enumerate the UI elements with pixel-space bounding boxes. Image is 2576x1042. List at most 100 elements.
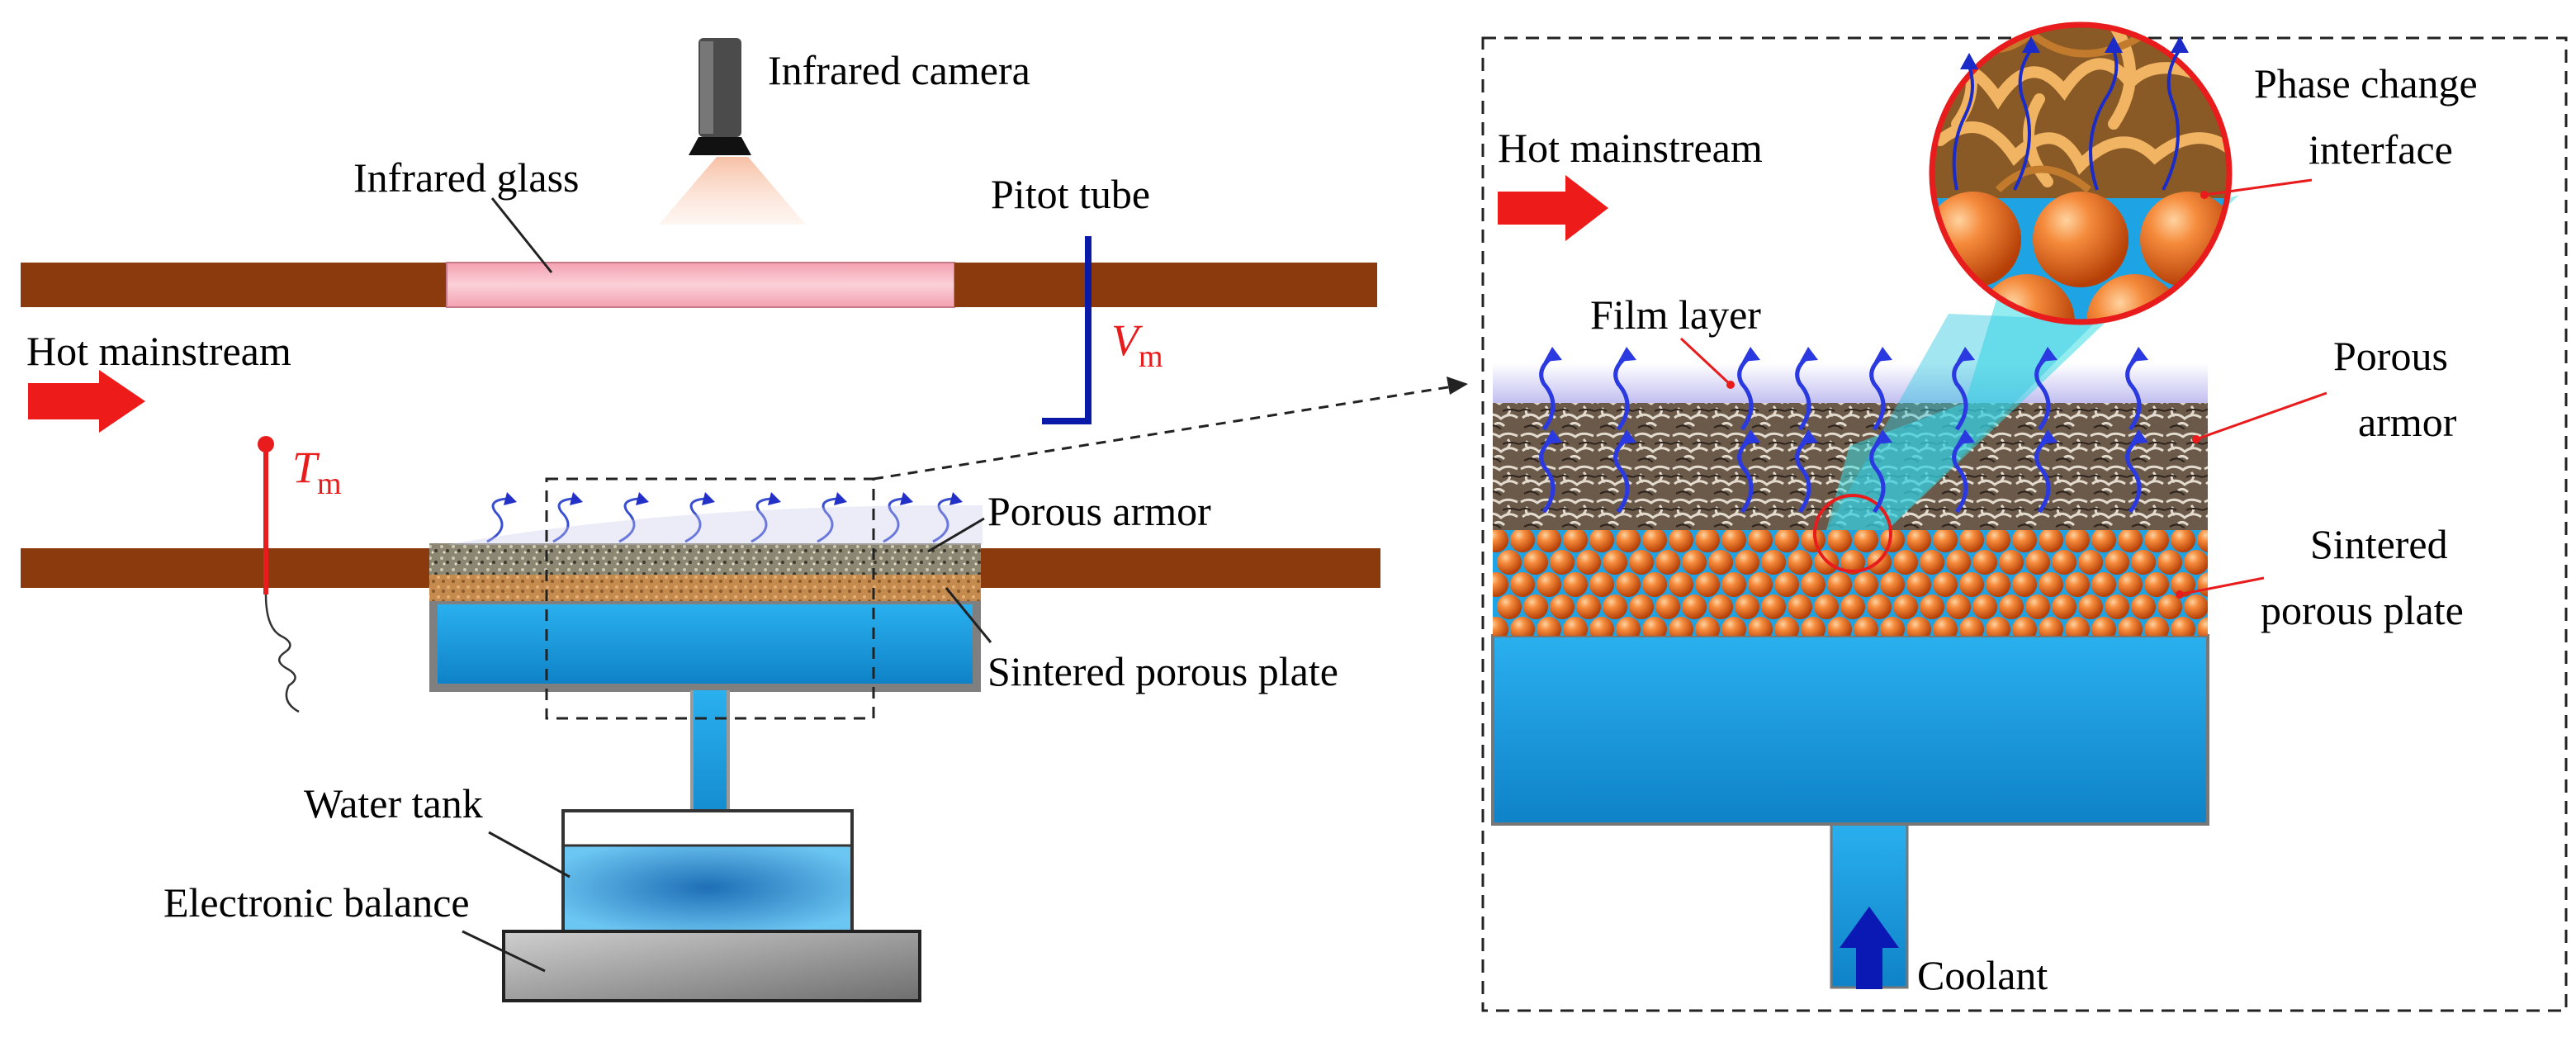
temperature-label: Tm (292, 443, 342, 501)
velocity-label: Vm (1111, 315, 1163, 374)
sintered-sphere (2065, 617, 2090, 636)
thermocouple-icon (258, 436, 300, 713)
phase-change-leader-dot (2200, 191, 2209, 199)
sintered-sphere (1629, 550, 1654, 575)
flow-arrow (1795, 355, 1811, 431)
sintered-sphere (1986, 528, 2010, 552)
flow-arrowhead (1874, 347, 1892, 362)
sintered-sphere (1735, 550, 1759, 575)
zoom-connector (873, 385, 1454, 481)
sintered-sphere (1523, 550, 1548, 575)
sintered-sphere (1493, 572, 1508, 597)
sintered-sphere (1959, 572, 1984, 597)
sintered-sphere (2105, 550, 2129, 575)
hot-mainstream-label-right: Hot mainstream (1498, 125, 1763, 171)
sintered-sphere (1735, 594, 1759, 619)
sintered-sphere (1880, 617, 1905, 636)
sintered-sphere (2052, 550, 2076, 575)
sintered-sphere (1827, 617, 1852, 636)
sintered-sphere (1497, 550, 1522, 575)
sintered-sphere (1682, 550, 1707, 575)
flow-arrow (1952, 438, 1968, 514)
coolant-arrow (1840, 907, 1899, 989)
water-tank-label: Water tank (304, 780, 483, 826)
sintered-sphere (1493, 528, 1508, 552)
pitot-tube-icon (1042, 236, 1091, 424)
sintered-sphere (1589, 528, 1614, 552)
water-tank (561, 809, 854, 933)
sintered-sphere (1827, 528, 1852, 552)
sintered-sphere (1854, 617, 1878, 636)
hot-mainstream-label-left: Hot mainstream (26, 328, 291, 374)
flow-arrowhead (2039, 429, 2057, 444)
sintered-sphere (1576, 594, 1601, 619)
sintered-sphere (2157, 594, 2182, 619)
sintered-sphere (2065, 528, 2090, 552)
channel-top-wall-left (21, 263, 447, 307)
sintered-sphere (1510, 617, 1535, 636)
sintered-sphere (1774, 617, 1799, 636)
sintered-sphere (1761, 550, 1786, 575)
sintered-sphere (1788, 594, 1812, 619)
sintered-sphere (2197, 528, 2208, 552)
sintered-sphere (1695, 528, 1720, 552)
sintered-sphere (1682, 594, 1707, 619)
flow-arrow (1539, 438, 1556, 514)
sintered-sphere (1589, 572, 1614, 597)
sintered-sphere (1893, 594, 1918, 619)
sintered-sphere (2157, 550, 2182, 575)
porous-armor-leader (927, 517, 985, 553)
sintered-sphere (1563, 572, 1588, 597)
porous-armor-label-right-line1: Porous (2333, 333, 2448, 379)
sintered-sphere (1669, 528, 1693, 552)
sintered-sphere (1589, 617, 1614, 636)
sintered-sphere (1629, 594, 1654, 619)
sintered-plate-label: Sintered porous plate (987, 648, 1338, 694)
sintered-sphere (2012, 617, 2037, 636)
flow-arrowhead (1874, 429, 1892, 444)
flow-arrow-right (1498, 175, 1608, 241)
flow-arrowhead (1618, 429, 1636, 444)
sintered-sphere (2184, 594, 2208, 619)
film-arrowheads-left (504, 492, 963, 505)
sintered-sphere (1563, 528, 1588, 552)
sintered-sphere (2171, 528, 2195, 552)
phase-change-leader (2204, 178, 2313, 197)
sintered-sphere (1946, 550, 1971, 575)
sintered-sphere (2131, 550, 2156, 575)
film-layer-leader-dot (1726, 381, 1735, 389)
infrared-glass-window (446, 262, 955, 308)
film-sheen-left (446, 504, 983, 545)
sintered-sphere (1986, 617, 2010, 636)
sintered-sphere (1748, 528, 1773, 552)
sintered-sphere (1774, 572, 1799, 597)
sintered-plate-leader-right (2179, 576, 2265, 596)
sintered-sphere (1761, 594, 1786, 619)
sintered-sphere (1576, 550, 1601, 575)
flow-arrowhead (1544, 429, 1562, 444)
sintered-sphere (1616, 528, 1641, 552)
sintered-sphere (1603, 594, 1627, 619)
sintered-sphere (1603, 550, 1627, 575)
magnifier-small-circle (1813, 494, 1892, 573)
phase-change-label-line1: Phase change (2254, 60, 2478, 107)
flow-arrowhead (1742, 347, 1760, 362)
sintered-sphere (1655, 550, 1680, 575)
sintered-sphere (1788, 550, 1812, 575)
flow-arrowhead (2130, 429, 2148, 444)
zoom-connector-arrowhead (1447, 377, 1468, 395)
flow-arrow (1613, 355, 1630, 431)
sintered-sphere (1695, 572, 1720, 597)
sintered-sphere (1880, 572, 1905, 597)
sintered-sphere (1708, 594, 1733, 619)
sintered-sphere (2144, 528, 2169, 552)
flow-arrowhead (1800, 429, 1818, 444)
sintered-sphere (1972, 550, 1997, 575)
sintered-sphere (2118, 617, 2143, 636)
sintered-sphere (2078, 594, 2103, 619)
magnified-sphere (2033, 192, 2129, 287)
film-arrows-left (486, 497, 954, 543)
sintered-sphere (1854, 528, 1878, 552)
sintered-sphere (1721, 572, 1746, 597)
sintered-sphere (1510, 528, 1535, 552)
